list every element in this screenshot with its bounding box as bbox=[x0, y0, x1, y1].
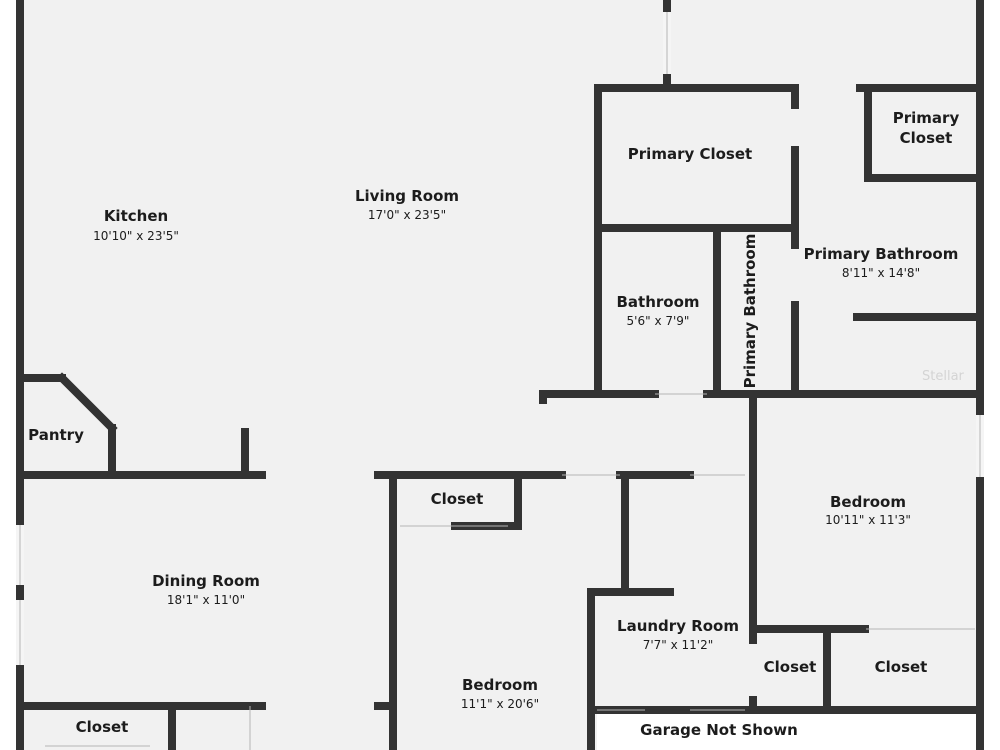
closet-right-small-name: Closet bbox=[764, 658, 817, 676]
windows bbox=[16, 12, 984, 750]
garage-note: Garage Not Shown bbox=[640, 721, 798, 739]
primary-bathroom-name: Primary Bathroom bbox=[804, 245, 959, 263]
primary-bathroom-narrow-name: Primary Bathroom bbox=[741, 234, 759, 389]
closet-right-large-name: Closet bbox=[875, 658, 928, 676]
dining-room-dims: 18'1" x 11'0" bbox=[167, 593, 245, 607]
primary-closet-a-name: Primary Closet bbox=[628, 145, 752, 163]
kitchen-name: Kitchen bbox=[104, 207, 168, 225]
bedroom-bottom-dims: 11'1" x 20'6" bbox=[461, 697, 539, 711]
bedroom-right-name: Bedroom bbox=[830, 493, 906, 511]
laundry-room-name: Laundry Room bbox=[617, 617, 739, 635]
closet-bottom-left-name: Closet bbox=[76, 718, 129, 736]
outside-top-right bbox=[984, 0, 1000, 750]
outside-bottom-right bbox=[597, 710, 980, 750]
bedroom-right-dims: 10'11" x 11'3" bbox=[825, 513, 911, 527]
hall-closet-name: Closet bbox=[431, 490, 484, 508]
watermark: Stellar bbox=[922, 369, 965, 384]
living-room-name: Living Room bbox=[355, 187, 459, 205]
laundry-room-dims: 7'7" x 11'2" bbox=[643, 638, 714, 652]
bedroom-bottom-name: Bedroom bbox=[462, 676, 538, 694]
primary-closet-b-line1: Primary bbox=[893, 109, 960, 127]
kitchen-dims: 10'10" x 23'5" bbox=[93, 229, 179, 243]
bathroom-name: Bathroom bbox=[616, 293, 699, 311]
living-room-dims: 17'0" x 23'5" bbox=[368, 208, 446, 222]
room-labels: Kitchen 10'10" x 23'5" Living Room 17'0"… bbox=[28, 109, 959, 739]
dining-room-name: Dining Room bbox=[152, 572, 260, 590]
floor-areas bbox=[20, 0, 980, 750]
primary-closet-b-line2: Closet bbox=[900, 129, 953, 147]
pantry-name: Pantry bbox=[28, 426, 84, 444]
bathroom-dims: 5'6" x 7'9" bbox=[627, 314, 690, 328]
primary-bathroom-dims: 8'11" x 14'8" bbox=[842, 266, 920, 280]
